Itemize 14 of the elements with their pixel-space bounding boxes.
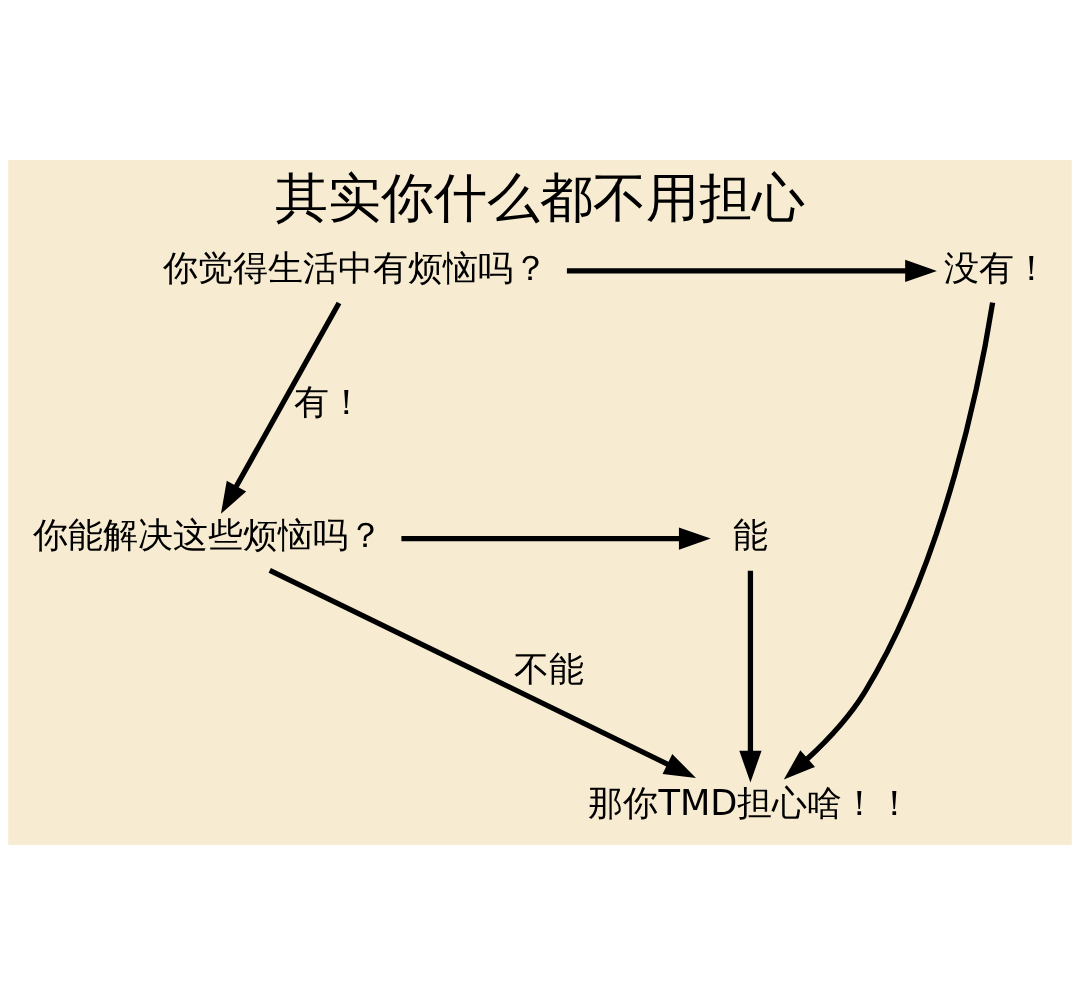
node-text: 你能解决这些烦恼吗？ — [33, 513, 384, 555]
diagram-title: 其实你什么都不用担心 — [275, 166, 805, 228]
node-text: 那你TMD担心啥！！ — [588, 781, 913, 823]
arrow — [401, 526, 711, 550]
arrow — [783, 301, 996, 780]
edge-label: 有！ — [293, 380, 364, 422]
node-text: 没有！ — [944, 246, 1050, 288]
node-text: 能 — [732, 513, 768, 555]
arrow — [566, 259, 937, 282]
arrow — [739, 570, 762, 783]
arrow — [220, 301, 342, 514]
arrow — [268, 567, 696, 778]
edge-label: 不能 — [513, 647, 584, 689]
node-text: 你觉得生活中有烦恼吗？ — [163, 246, 549, 288]
